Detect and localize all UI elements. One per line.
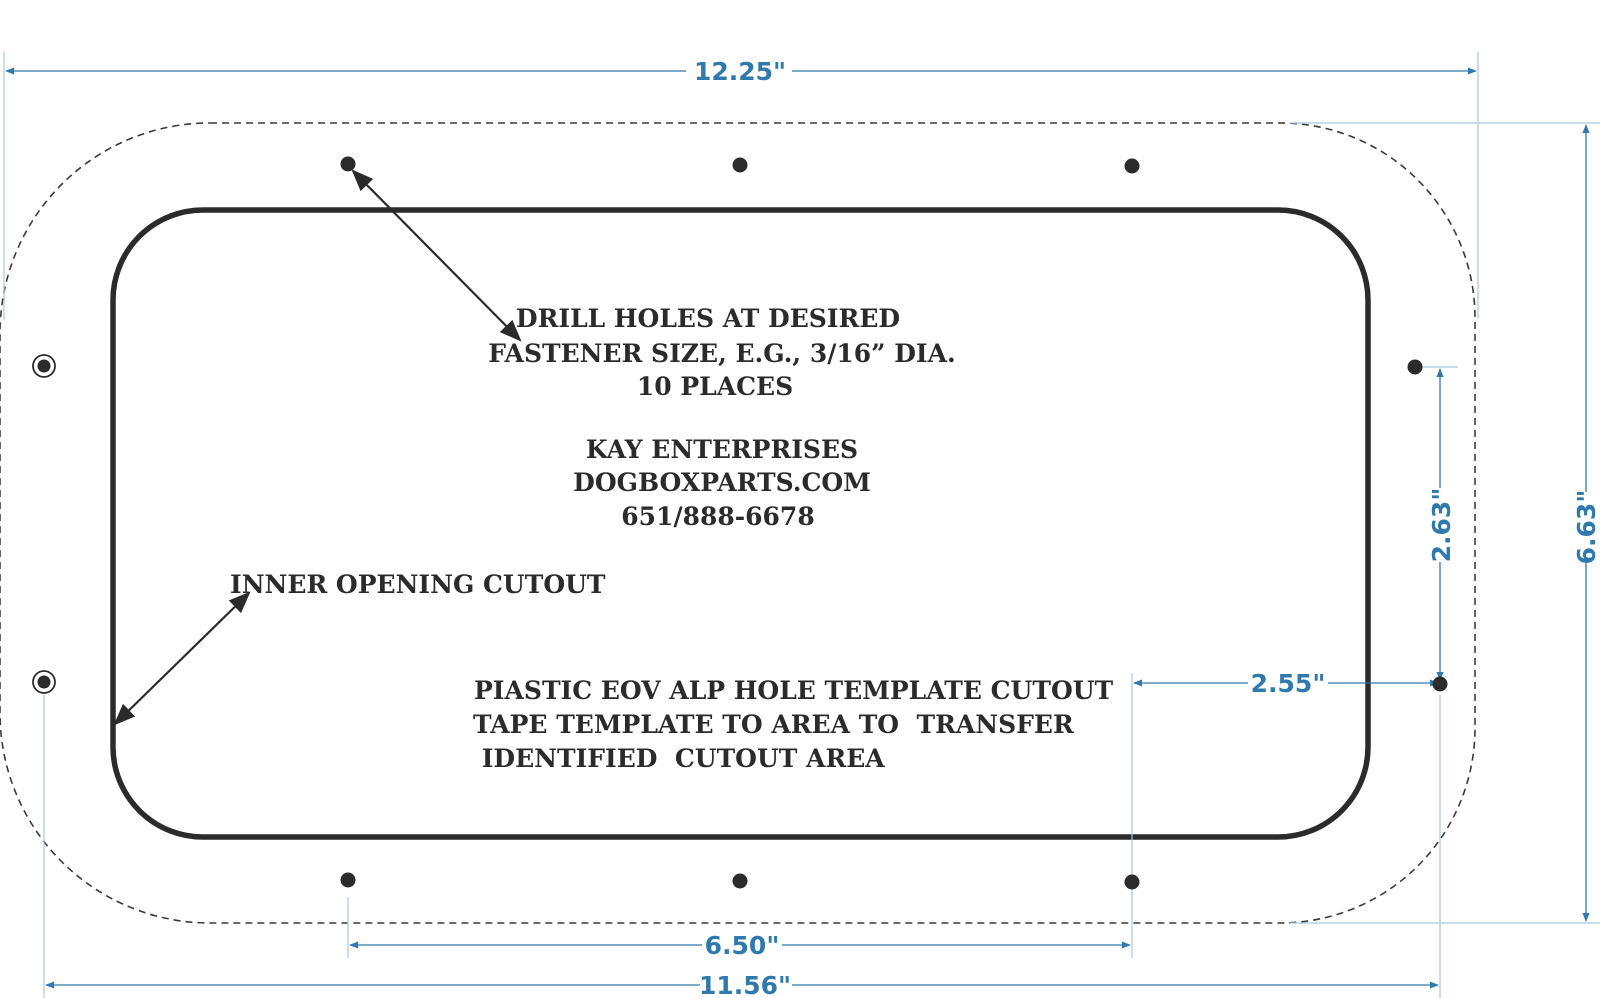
drill-holes-leader-arrow xyxy=(351,169,522,342)
hole-icon xyxy=(340,872,356,888)
extension-lines xyxy=(3,52,1600,998)
hole-icon xyxy=(1407,359,1423,375)
hole-icon xyxy=(732,157,748,173)
outer-outline-dashed xyxy=(0,122,1476,924)
hole-icon xyxy=(340,156,356,172)
dimension-lines xyxy=(5,67,1590,989)
inner-opening-leader-arrow xyxy=(113,591,251,726)
svg-text:TAPE TEMPLATE TO AREA TO TRAN: TAPE TEMPLATE TO AREA TO TRANSFER xyxy=(473,710,1074,739)
inner-opening-label: INNER OPENING CUTOUT xyxy=(230,570,606,599)
svg-text:DRILL HOLES AT DESIRED: DRILL HOLES AT DESIRED xyxy=(516,304,900,333)
svg-text:IDENTIFIED CUTOUT AREA: IDENTIFIED CUTOUT AREA xyxy=(473,744,885,773)
dimension-overall-height: 6.63" xyxy=(1572,490,1600,565)
svg-text:FASTENER SIZE, E.G., 3/16” DIA: FASTENER SIZE, E.G., 3/16” DIA. xyxy=(488,339,955,368)
company-phone: 651/888-6678 xyxy=(621,502,814,531)
dimension-hole-offset: 2.55" xyxy=(1251,669,1326,698)
hole-icon xyxy=(1432,676,1448,692)
target-hole-icon xyxy=(32,670,56,694)
company-info: KAY ENTERPRISES DOGBOXPARTS.COM 651/888-… xyxy=(573,435,871,531)
dimension-hole-spacing: 6.50" xyxy=(705,931,780,960)
drill-holes-note: DRILL HOLES AT DESIRED FASTENER SIZE, E.… xyxy=(488,304,955,401)
template-note: PIASTIC EOV ALP HOLE TEMPLATE CUTOUT TAP… xyxy=(473,676,1114,773)
hole-icon xyxy=(732,873,748,889)
fastener-holes xyxy=(340,156,1448,890)
company-name: KAY ENTERPRISES xyxy=(586,435,858,464)
hole-icon xyxy=(1124,158,1140,174)
inner-opening-outline xyxy=(110,207,1371,840)
hole-icon xyxy=(1124,874,1140,890)
company-website: DOGBOXPARTS.COM xyxy=(573,468,871,497)
svg-text:PIASTIC EOV ALP HOLE TEMPLATE: PIASTIC EOV ALP HOLE TEMPLATE CUTOUT xyxy=(474,676,1114,705)
svg-text:10 PLACES: 10 PLACES xyxy=(637,372,793,401)
target-hole-icon xyxy=(32,354,56,378)
dimension-overall-width: 12.25" xyxy=(694,57,786,86)
dimension-pattern-width: 11.56" xyxy=(699,971,791,998)
dimension-vertical-spacing: 2.63" xyxy=(1427,488,1456,563)
